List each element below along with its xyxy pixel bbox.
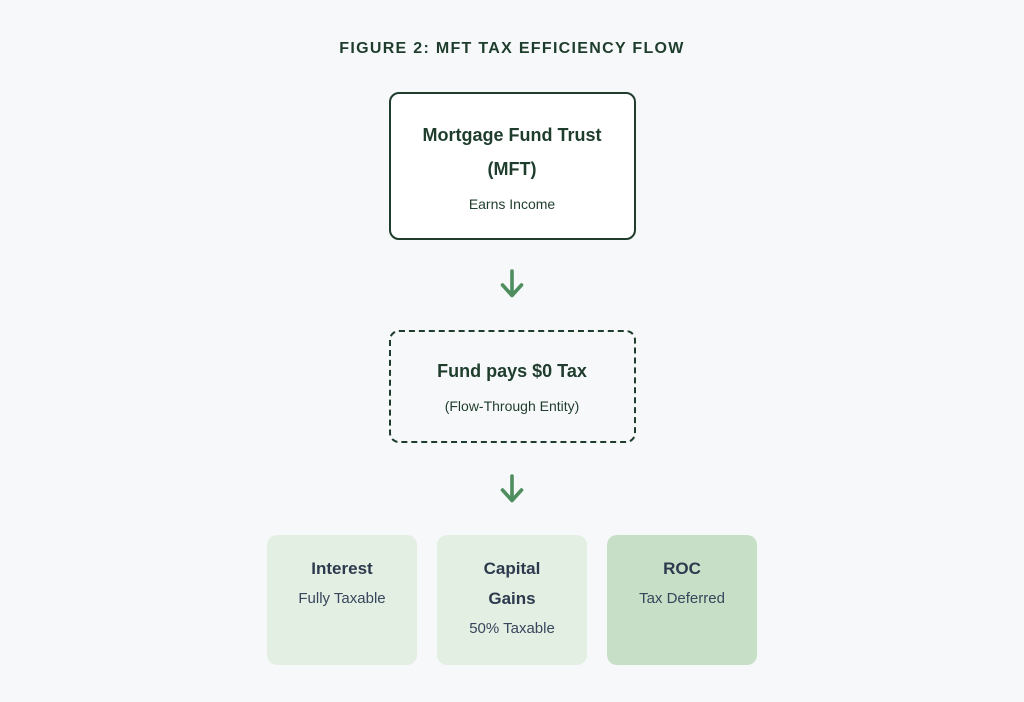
outcome-card-capital-gains: Capital Gains 50% Taxable <box>437 535 587 665</box>
source-node-title: Mortgage Fund Trust (MFT) <box>422 125 602 179</box>
down-arrow-icon <box>500 269 524 298</box>
outcome-label: Interest <box>311 559 373 578</box>
down-arrow-icon <box>500 474 524 503</box>
outcome-sublabel: 50% Taxable <box>469 620 555 637</box>
source-node: Mortgage Fund Trust (MFT) Earns Income <box>388 92 636 240</box>
tax-node-subtitle: (Flow-Through Entity) <box>444 398 580 414</box>
tax-node: Fund pays $0 Tax (Flow-Through Entity) <box>388 330 636 443</box>
outcome-sublabel: Fully Taxable <box>298 590 386 607</box>
outcome-sublabel: Tax Deferred <box>639 590 725 607</box>
outcome-label: Capital Gains <box>483 559 541 608</box>
source-node-subtitle: Earns Income <box>468 196 556 212</box>
outcomes-row: Interest Fully Taxable Capital Gains 50%… <box>267 535 757 665</box>
outcome-card-interest: Interest Fully Taxable <box>267 535 417 665</box>
outcome-card-roc: ROC Tax Deferred <box>607 535 757 665</box>
figure-title: FIGURE 2: MFT TAX EFFICIENCY FLOW <box>339 40 685 57</box>
outcome-label: ROC <box>663 559 701 578</box>
tax-node-title: Fund pays $0 Tax <box>437 361 587 381</box>
